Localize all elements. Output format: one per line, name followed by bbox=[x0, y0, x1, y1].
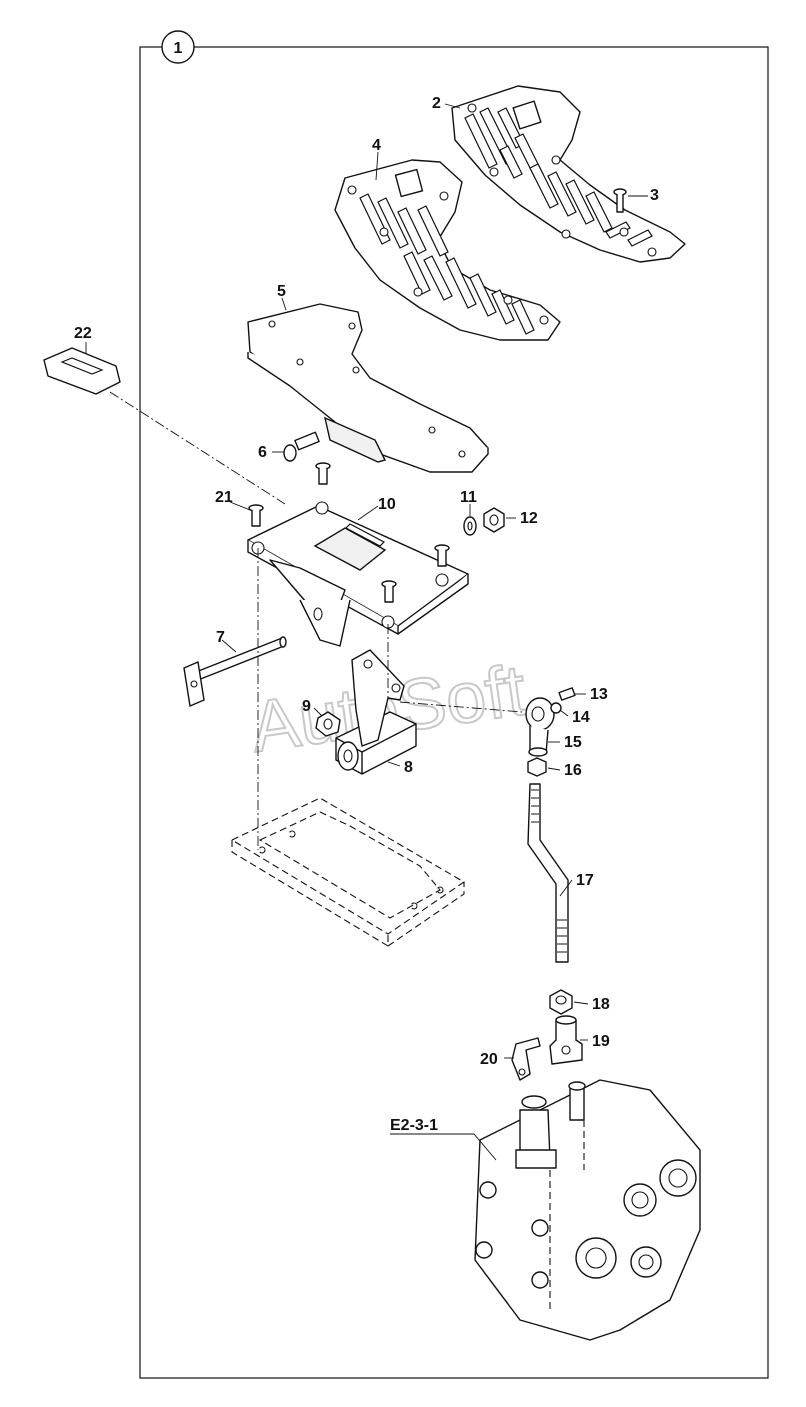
screw-right bbox=[434, 544, 450, 567]
part-15-rod-end bbox=[525, 697, 555, 757]
callout-7: 7 bbox=[216, 629, 225, 646]
part-2-foot-plate bbox=[451, 85, 686, 263]
callout-18: 18 bbox=[592, 996, 610, 1013]
part-13-bolt bbox=[558, 687, 576, 701]
assembly-line-22 bbox=[109, 391, 286, 505]
assembly-line-15 bbox=[399, 701, 523, 713]
part-20-clip bbox=[511, 1037, 541, 1081]
part-21-screw bbox=[248, 504, 264, 527]
part-18-nut bbox=[549, 989, 573, 1015]
callout-21: 21 bbox=[215, 489, 233, 506]
control-valve-assembly bbox=[474, 1079, 701, 1341]
part-14-washer bbox=[550, 702, 562, 714]
callout-16: 16 bbox=[564, 762, 582, 779]
callout-4: 4 bbox=[372, 137, 381, 154]
callout-17: 17 bbox=[576, 872, 594, 889]
dashed-gasket-outline bbox=[230, 797, 466, 947]
leader-lines bbox=[85, 103, 648, 1161]
group-number-badge: 1 bbox=[161, 30, 195, 64]
callout-14: 14 bbox=[572, 709, 590, 726]
callout-22: 22 bbox=[74, 325, 92, 342]
callout-3: 3 bbox=[650, 187, 659, 204]
callout-15: 15 bbox=[564, 734, 582, 751]
callout-19: 19 bbox=[592, 1033, 610, 1050]
callout-6: 6 bbox=[258, 444, 267, 461]
part-17-rod bbox=[527, 783, 569, 963]
callout-12: 12 bbox=[520, 510, 538, 527]
part-11-washer bbox=[463, 516, 477, 536]
screw-upper bbox=[315, 462, 331, 485]
part-16-nut bbox=[527, 757, 547, 777]
part-9-fitting bbox=[315, 711, 341, 737]
callout-11: 11 bbox=[460, 489, 477, 506]
screw-front bbox=[381, 580, 397, 603]
callout-2: 2 bbox=[432, 95, 441, 112]
part-19-clevis bbox=[549, 1015, 583, 1065]
part-12-nut bbox=[483, 507, 505, 533]
diagram-frame bbox=[139, 46, 769, 1379]
part-4-foot-plate bbox=[334, 159, 561, 341]
callout-13: 13 bbox=[590, 686, 608, 703]
part-22-rubber-pad bbox=[43, 347, 121, 395]
part-8-lever-block bbox=[335, 649, 417, 775]
callout-20: 20 bbox=[480, 1051, 498, 1068]
callout-10: 10 bbox=[378, 496, 396, 513]
part-5-base-plate bbox=[247, 303, 489, 473]
callout-9: 9 bbox=[302, 698, 311, 715]
callout-8: 8 bbox=[404, 759, 413, 776]
reference-label-e2-3-1: E2-3-1 bbox=[390, 1117, 438, 1134]
group-number: 1 bbox=[174, 40, 183, 57]
part-7-shaft bbox=[183, 636, 287, 707]
part-10-bracket bbox=[247, 501, 469, 647]
part-6-bolt bbox=[283, 431, 320, 462]
part-3-screw bbox=[613, 188, 627, 213]
callout-5: 5 bbox=[277, 283, 286, 300]
callout-labels: 2 3 4 5 6 7 8 9 10 11 12 13 14 15 16 17 … bbox=[74, 95, 659, 1134]
